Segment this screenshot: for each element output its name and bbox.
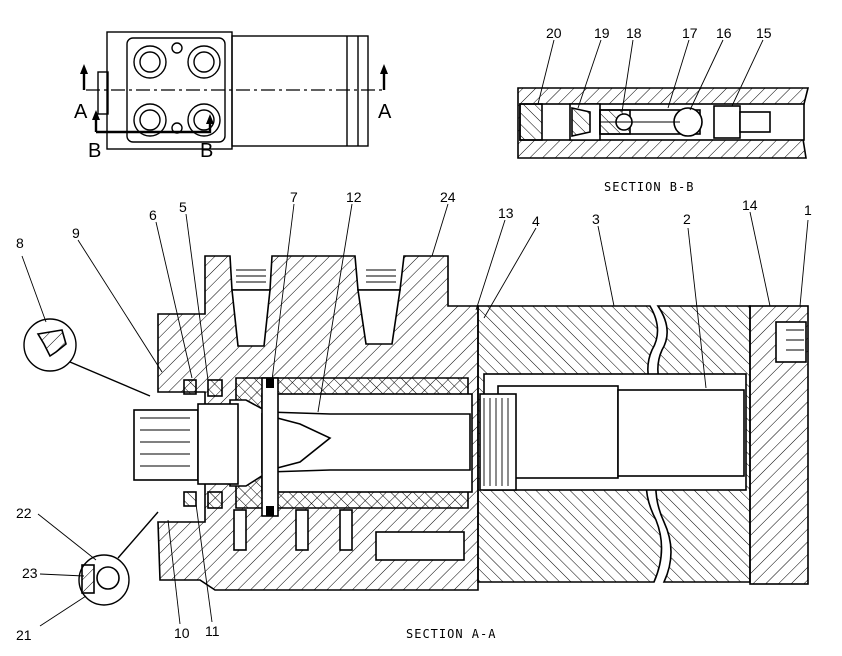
callout-14: 14 xyxy=(742,197,758,213)
port-circles xyxy=(133,42,221,137)
callout-22: 22 xyxy=(16,505,32,521)
section-a-a-label: SECTION A-A xyxy=(406,627,496,641)
callout-leaders xyxy=(21,39,809,627)
callout-1: 1 xyxy=(804,202,812,218)
callout-21: 21 xyxy=(16,627,32,643)
section-b-b-view xyxy=(517,87,810,159)
callout-11: 11 xyxy=(205,623,220,639)
callout-5: 5 xyxy=(179,199,187,215)
callout-2: 2 xyxy=(683,211,691,227)
callout-10: 10 xyxy=(174,625,190,641)
callout-23: 23 xyxy=(22,565,38,581)
callout-3: 3 xyxy=(592,211,600,227)
callout-7: 7 xyxy=(290,189,298,205)
callout-9: 9 xyxy=(72,225,80,241)
section-a-a-view xyxy=(133,255,809,591)
callout-8: 8 xyxy=(16,235,24,251)
cut-marker-a-left: A xyxy=(74,101,88,123)
callout-12: 12 xyxy=(346,189,362,205)
callout-24: 24 xyxy=(440,189,456,205)
callout-20: 20 xyxy=(546,25,562,41)
detail-circle-8 xyxy=(23,318,151,397)
callout-15: 15 xyxy=(756,25,772,41)
cut-marker-b-left: B xyxy=(88,140,101,162)
callout-18: 18 xyxy=(626,25,642,41)
callout-16: 16 xyxy=(716,25,732,41)
callout-13: 13 xyxy=(498,205,514,221)
cut-marker-b-right: B xyxy=(200,140,213,162)
end-view: A A B B xyxy=(74,31,392,162)
callout-17: 17 xyxy=(682,25,698,41)
callout-4: 4 xyxy=(532,213,540,229)
detail-circle-21-23 xyxy=(78,511,159,606)
cut-marker-a-right: A xyxy=(378,101,392,123)
section-b-b-label: SECTION B-B xyxy=(604,180,694,194)
callout-19: 19 xyxy=(594,25,610,41)
callout-6: 6 xyxy=(149,207,157,223)
